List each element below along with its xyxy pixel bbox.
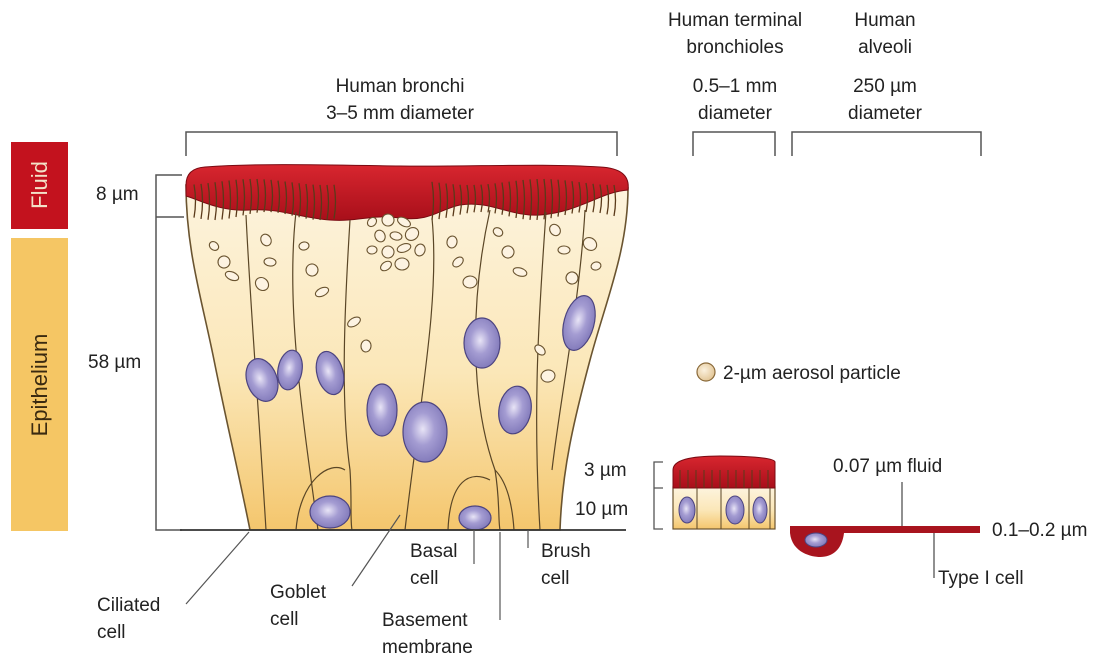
alveoli-fluid-label: 0.07 µm fluid [833,456,942,477]
alveoli-title-2: alveoli [858,37,912,58]
bronchi-diameter: 3–5 mm diameter [326,103,475,124]
ciliated-cell-label: Ciliated [97,595,160,616]
terminal-title: Human terminal [668,10,802,31]
aerosol-label: 2-µm aerosol particle [723,363,901,384]
brush-cell-label: Brush [541,541,591,562]
brush-cell-label-2: cell [541,568,570,589]
epithelium-side-label: Epithelium [27,334,52,437]
fluid-side-bar: Fluid [11,142,68,229]
goblet-cell-label: Goblet [270,582,327,603]
alveoli-diameter: 250 µm [853,76,917,97]
basement-membrane-label: Basement [382,610,468,631]
alveoli-thickness-label: 0.1–0.2 µm [992,520,1087,541]
bronchi-title: Human bronchi [336,76,465,97]
terminal-title-2: bronchioles [686,37,783,58]
ciliated-cell-label-2: cell [97,622,126,643]
alveoli-bracket [792,132,981,156]
alveoli-header: Human alveoli 250 µm diameter [792,10,981,156]
fluid-side-label: Fluid [27,161,52,209]
basement-membrane-label-2: membrane [382,637,473,658]
bronchi-dimension-bracket: 8 µm 58 µm [88,175,184,530]
alveoli-diameter-2: diameter [848,103,923,124]
terminal-diameter: 0.5–1 mm [693,76,777,97]
terminal-bracket [693,132,775,156]
epithelium-side-bar: Epithelium [11,238,68,531]
fluid-thickness-label: 8 µm [96,184,139,205]
aerosol-particle-icon [697,363,715,381]
epithelium-thickness-label: 58 µm [88,352,141,373]
terminal-epithelium-label: 10 µm [575,499,628,520]
terminal-bronchiole-epithelium: 3 µm 10 µm [575,456,775,529]
alveoli-title: Human [854,10,915,31]
type1-cell-label: Type I cell [938,568,1024,589]
basal-cell-label-2: cell [410,568,439,589]
aerosol-legend: 2-µm aerosol particle [697,363,901,384]
goblet-cell-label-2: cell [270,609,299,630]
bronchi-epithelium [180,165,628,530]
bronchi-bracket [186,132,617,156]
terminal-fluid-label: 3 µm [584,460,627,481]
bronchi-header: Human bronchi 3–5 mm diameter [186,76,617,156]
terminal-header: Human terminal bronchioles 0.5–1 mm diam… [668,10,802,156]
alveolar-epithelium: 0.07 µm fluid 0.1–0.2 µm Type I cell [790,456,1087,589]
terminal-diameter-2: diameter [698,103,773,124]
basal-cell-label: Basal [410,541,458,562]
